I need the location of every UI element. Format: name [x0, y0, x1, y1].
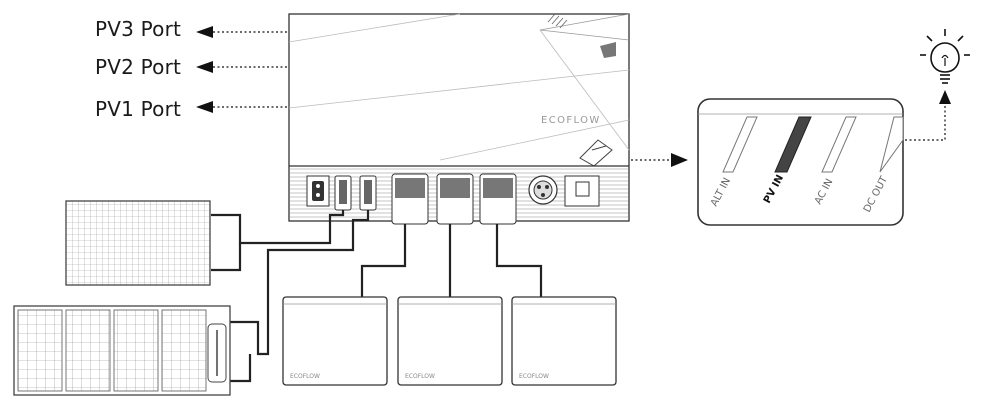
battery-3-brand: ECOFLOW — [519, 373, 549, 380]
solar-panel-2 — [13, 305, 231, 396]
lightbulb-icon — [920, 29, 970, 84]
solar-panel-1 — [65, 200, 211, 286]
pv3-arrow-icon — [196, 26, 213, 38]
cables — [211, 210, 543, 383]
power-station: ECOFLOW — [288, 13, 630, 225]
pv1-port-label: PV1 Port — [95, 97, 182, 121]
panel-pointer-arrow-icon — [671, 153, 688, 167]
pv2-arrow-icon — [196, 61, 213, 73]
battery-3: ECOFLOW — [511, 296, 617, 386]
battery-1: ECOFLOW — [282, 296, 388, 386]
label-arrows — [196, 26, 213, 113]
bulb-pointer-arrow-icon — [939, 90, 951, 104]
pv2-port-label: PV2 Port — [95, 55, 182, 79]
battery-1-brand: ECOFLOW — [290, 373, 320, 380]
pv1-arrow-icon — [196, 101, 213, 113]
pv3-port-label: PV3 Port — [95, 17, 182, 41]
indicator-panel: ALT IN PV IN AC IN DC OUT — [697, 98, 904, 226]
device-brand: ECOFLOW — [541, 115, 601, 126]
battery-2: ECOFLOW — [397, 296, 503, 386]
battery-2-brand: ECOFLOW — [405, 373, 435, 380]
pv-in-indicator — [774, 116, 812, 173]
